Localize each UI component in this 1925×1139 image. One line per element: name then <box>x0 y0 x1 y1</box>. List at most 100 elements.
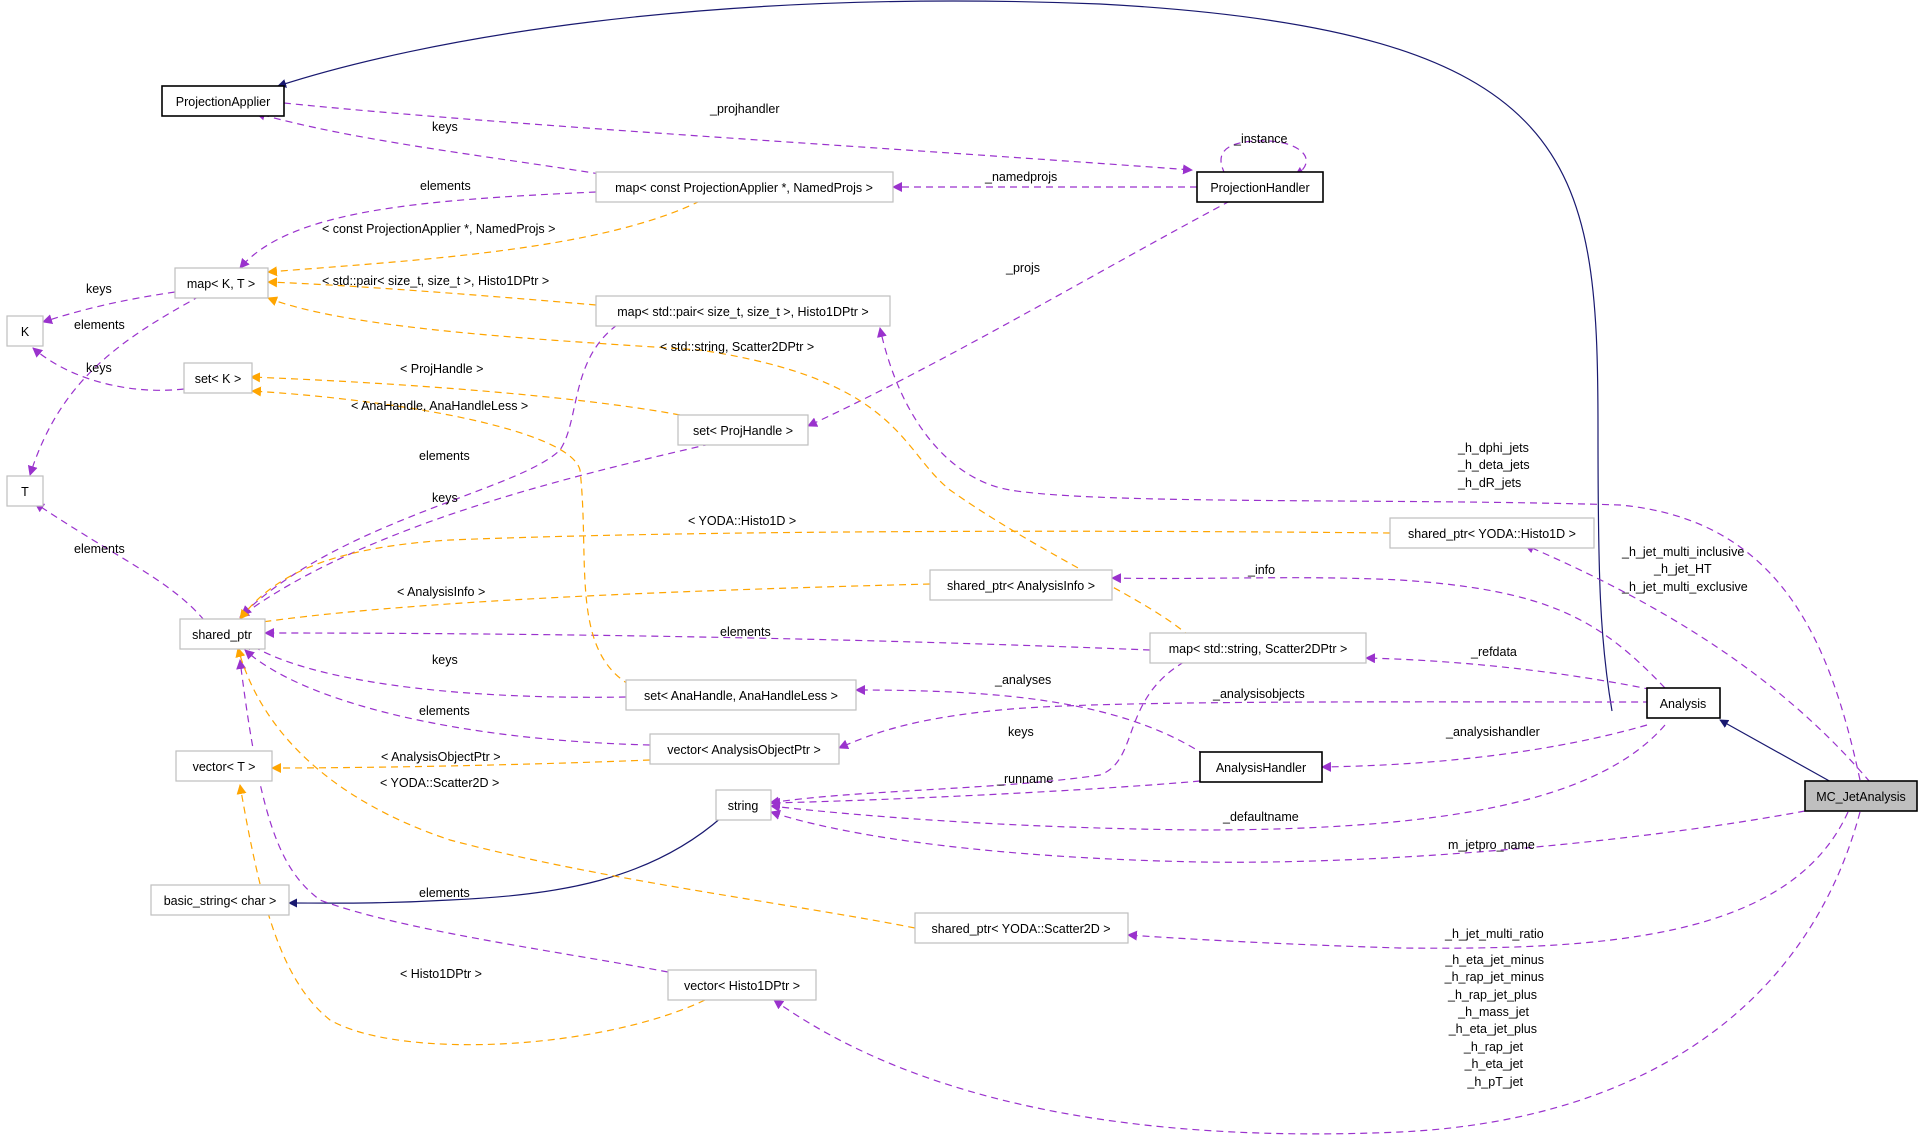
edge-elements-basicstring <box>236 659 669 973</box>
edge-tmpl-anahandle <box>251 386 631 686</box>
label-projs: _projs <box>1005 261 1040 275</box>
edge-projs <box>807 200 1231 427</box>
edge-keys-K <box>42 291 176 324</box>
label-tmpl-scatter2d: < YODA::Scatter2D > <box>380 776 499 790</box>
edge-analysisobjects <box>838 701 1651 749</box>
label-tmpl-pair: < std::pair< size_t, size_t >, Histo1DPt… <box>322 274 549 288</box>
label-rap-jet-plus: _h_rap_jet_plus <box>1447 988 1537 1002</box>
label-analysisobjects: _analysisobjects <box>1212 687 1305 701</box>
label-pT-jet: _h_pT_jet <box>1466 1075 1523 1089</box>
node-label: Analysis <box>1660 697 1707 711</box>
label-dR-jets: _h_dR_jets <box>1457 476 1521 490</box>
node-vector-histo1dptr[interactable]: vector< Histo1DPtr > <box>667 969 817 1001</box>
node-label: map< const ProjectionApplier *, NamedPro… <box>615 181 873 195</box>
label-keys-setK: keys <box>86 361 112 375</box>
label-runname: _runname <box>996 772 1053 786</box>
edge-multi-ratio <box>1127 811 1849 949</box>
edge-dphi-jets <box>877 327 1861 781</box>
node-vector-aop[interactable]: vector< AnalysisObjectPtr > <box>649 733 840 765</box>
label-tmpl-analysisinfo: < AnalysisInfo > <box>397 585 485 599</box>
label-namedprojs: _namedprojs <box>984 170 1057 184</box>
node-set-anahandle[interactable]: set< AnaHandle, AnaHandleLess > <box>625 679 857 711</box>
edge-analysis-to-projectionapplier <box>277 0 1613 712</box>
label-defaultname: _defaultname <box>1222 810 1299 824</box>
edge-analyses <box>855 685 1206 756</box>
label-tmpl-anahandle: < AnaHandle, AnaHandleLess > <box>351 399 528 413</box>
label-keys-projapplier: keys <box>432 120 458 134</box>
node-map-projapplier[interactable]: map< const ProjectionApplier *, NamedPro… <box>595 171 894 203</box>
edge-tmpl-histo1dptr <box>236 784 706 1046</box>
label-keys-string: keys <box>1008 725 1034 739</box>
label-jet-HT: _h_jet_HT <box>1653 562 1712 576</box>
label-tmpl-histo1d: < YODA::Histo1D > <box>688 514 796 528</box>
edge-keys-projapplier <box>255 110 601 175</box>
node-analysishandler[interactable]: AnalysisHandler <box>1199 751 1323 783</box>
node-label: set< AnaHandle, AnaHandleLess > <box>644 689 838 703</box>
edge-defaultname <box>770 724 1666 831</box>
edge-tmpl-aop <box>271 759 651 773</box>
edge-elements-mapstring <box>264 628 1151 651</box>
label-analyses: _analyses <box>994 673 1051 687</box>
node-projectionhandler[interactable]: ProjectionHandler <box>1196 171 1324 203</box>
edge-elements-pair <box>241 324 618 616</box>
edge-info <box>1111 573 1666 689</box>
node-label: vector< Histo1DPtr > <box>684 979 800 993</box>
node-string[interactable]: string <box>715 789 772 821</box>
label-multi-inclusive: _h_jet_multi_inclusive <box>1621 545 1744 559</box>
node-map-pair[interactable]: map< std::pair< size_t, size_t >, Histo1… <box>595 295 891 327</box>
node-label: AnalysisHandler <box>1216 761 1306 775</box>
label-keys-setprojhandle: keys <box>432 491 458 505</box>
edge-multi-inclusive <box>1524 543 1871 783</box>
node-K[interactable]: K <box>6 315 44 347</box>
nodes: ProjectionApplier map< const ProjectionA… <box>6 85 1918 1001</box>
node-T[interactable]: T <box>6 475 44 507</box>
label-multi-exclusive: _h_jet_multi_exclusive <box>1621 580 1748 594</box>
edge-elements-mapprojapplier <box>239 191 597 269</box>
edge-keys-setK <box>32 347 185 391</box>
node-label: map< std::pair< size_t, size_t >, Histo1… <box>617 305 869 319</box>
label-keys-K: keys <box>86 282 112 296</box>
node-label: ProjectionApplier <box>176 95 271 109</box>
edge-mcjetanalysis-to-analysis <box>1719 719 1834 784</box>
node-label: string <box>728 799 759 813</box>
label-tmpl-aop: < AnalysisObjectPtr > <box>381 750 501 764</box>
edge-tmpl-pair <box>267 277 597 306</box>
node-shared-ptr-analysisinfo[interactable]: shared_ptr< AnalysisInfo > <box>929 569 1113 601</box>
node-analysis[interactable]: Analysis <box>1646 687 1721 719</box>
node-shared-ptr-histo1d[interactable]: shared_ptr< YODA::Histo1D > <box>1389 517 1595 549</box>
edge-keys-anahandle <box>244 640 627 698</box>
node-mc-jetanalysis[interactable]: MC_JetAnalysis <box>1804 780 1918 812</box>
label-elements-vectorT: elements <box>74 542 125 556</box>
node-map-KT[interactable]: map< K, T > <box>174 267 269 299</box>
edge-jetpro-name <box>770 810 1806 863</box>
node-label: shared_ptr <box>192 628 252 642</box>
node-shared-ptr[interactable]: shared_ptr <box>179 618 266 650</box>
edge-keys-string <box>769 661 1185 807</box>
node-set-projhandle[interactable]: set< ProjHandle > <box>677 414 809 446</box>
node-shared-ptr-scatter2d[interactable]: shared_ptr< YODA::Scatter2D > <box>914 912 1129 944</box>
node-projectionapplier[interactable]: ProjectionApplier <box>161 85 285 117</box>
label-jetpro-name: m_jetpro_name <box>1448 838 1535 852</box>
node-map-string[interactable]: map< std::string, Scatter2DPtr > <box>1149 632 1367 664</box>
label-mass-jet: _h_mass_jet <box>1457 1005 1529 1019</box>
label-elements-pair: elements <box>419 449 470 463</box>
node-basic-string[interactable]: basic_string< char > <box>150 884 290 916</box>
edge-runname <box>770 780 1201 808</box>
node-label: shared_ptr< YODA::Histo1D > <box>1408 527 1576 541</box>
node-label: MC_JetAnalysis <box>1816 790 1906 804</box>
edge-analysishandler <box>1321 724 1648 772</box>
node-label: T <box>21 485 29 499</box>
label-projhandler: _projhandler <box>709 102 780 116</box>
edge-tmpl-histo1d <box>239 530 1391 620</box>
node-vector-T[interactable]: vector< T > <box>175 750 273 782</box>
label-tmpl-string-scatter: < std::string, Scatter2DPtr > <box>660 340 814 354</box>
node-label: set< ProjHandle > <box>693 424 793 438</box>
edges <box>27 0 1871 1135</box>
node-label: shared_ptr< AnalysisInfo > <box>947 579 1095 593</box>
node-label: basic_string< char > <box>164 894 277 908</box>
label-tmpl-projapplier: < const ProjectionApplier *, NamedProjs … <box>322 222 555 236</box>
node-label: ProjectionHandler <box>1210 181 1309 195</box>
node-set-K[interactable]: set< K > <box>183 362 253 394</box>
label-elements-vector-aop: elements <box>419 704 470 718</box>
